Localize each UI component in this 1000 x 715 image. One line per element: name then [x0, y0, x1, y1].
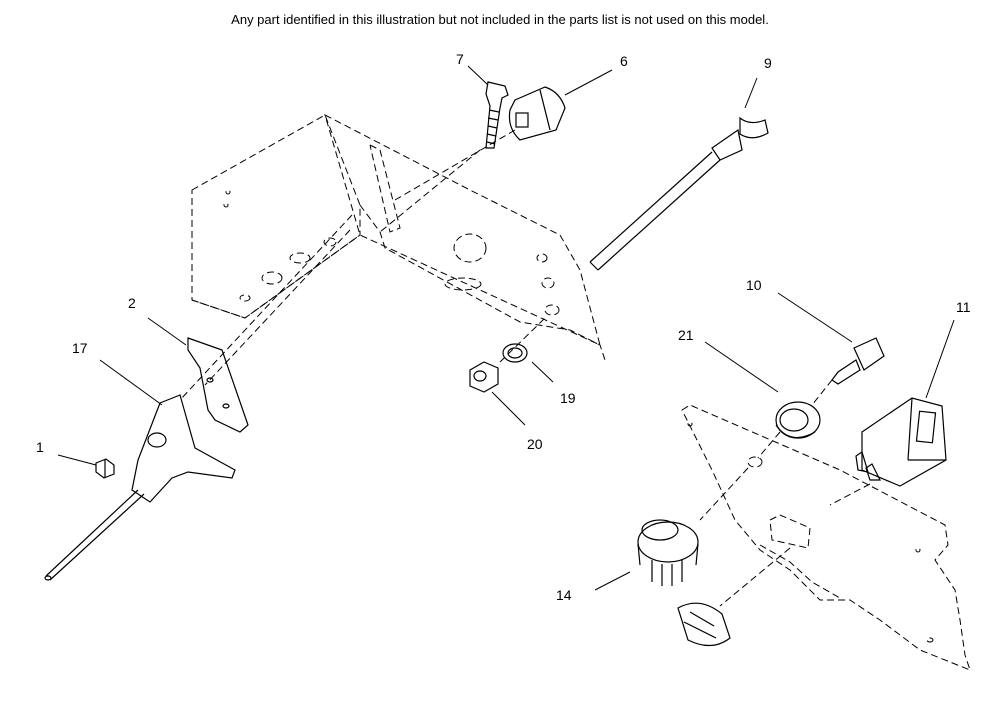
- callout-leaders: [57, 65, 955, 591]
- cable-part-9: [589, 116, 769, 271]
- hour-meter-part-11: [855, 397, 947, 487]
- callout-1: 1: [36, 439, 44, 455]
- callout-21: 21: [678, 327, 694, 343]
- callout-10: 10: [746, 277, 762, 293]
- illustration-note: Any part identified in this illustration…: [231, 12, 769, 27]
- plate-part-2: [187, 337, 249, 433]
- callout-19: 19: [560, 390, 576, 406]
- ignition-switch-part-14: [637, 519, 699, 586]
- callout-14: 14: [556, 587, 572, 603]
- callout-7: 7: [456, 51, 464, 67]
- callout-20: 20: [527, 436, 543, 452]
- callout-17: 17: [72, 340, 88, 356]
- nut-part-1: [95, 458, 115, 479]
- washer-part-19: [502, 343, 528, 363]
- dash-panel: [681, 404, 971, 671]
- hex-nut-part-20: [469, 361, 499, 393]
- callout-11: 11: [956, 299, 971, 315]
- callout-6: 6: [620, 53, 628, 69]
- callout-labels: 1 2 6 7 9 10 11 14 17 19 20 21: [36, 51, 971, 603]
- connector-part: [677, 602, 731, 647]
- bolt-part-7: [485, 81, 509, 149]
- bezel-nut-part-21: [775, 401, 821, 439]
- lever-part-17: [44, 394, 236, 581]
- key-part-10: [831, 337, 885, 385]
- callout-9: 9: [764, 55, 772, 71]
- alignment-lines: [179, 129, 871, 607]
- control-panel-bracket: [191, 114, 606, 361]
- knob-part-6: [508, 86, 566, 141]
- callout-2: 2: [128, 295, 136, 311]
